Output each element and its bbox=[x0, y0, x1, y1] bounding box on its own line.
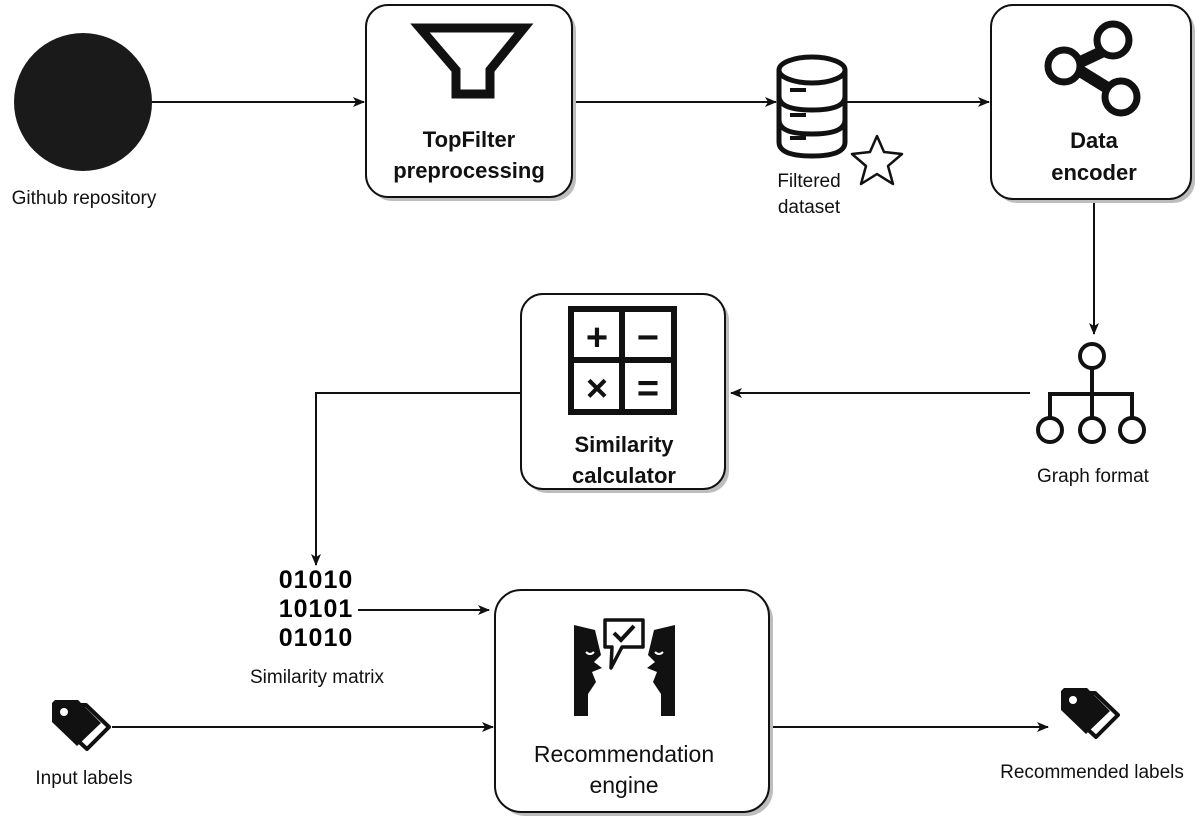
encoder-label-line2: encoder bbox=[1051, 160, 1137, 185]
calculator-label-line1: Similarity bbox=[574, 432, 674, 457]
topfilter-label-line2: preprocessing bbox=[393, 158, 545, 183]
calc-symbol-times: × bbox=[586, 368, 608, 410]
edge-calculator-matrix bbox=[311, 392, 521, 566]
edges bbox=[112, 97, 1099, 732]
recommended-labels-label: Recommended labels bbox=[1000, 762, 1184, 783]
binary-row-1: 01010 bbox=[279, 566, 354, 594]
github-circle-icon bbox=[14, 33, 152, 171]
engine-label-line1: Recommendation bbox=[534, 741, 714, 767]
filtered-label-line1: Filtered bbox=[777, 171, 840, 192]
calc-symbol-minus: − bbox=[637, 317, 659, 359]
tag-icon bbox=[1061, 688, 1120, 739]
tag-icon bbox=[52, 700, 111, 751]
input-labels-label: Input labels bbox=[35, 768, 132, 789]
funnel-icon bbox=[410, 23, 534, 99]
node-topfilter: TopFilter preprocessing bbox=[365, 4, 576, 201]
topfilter-label-line1: TopFilter bbox=[423, 127, 516, 152]
calculator-icon: + − × = bbox=[568, 306, 677, 415]
node-similarity-calculator: + − × = Similarity calculator bbox=[520, 293, 729, 493]
star-icon bbox=[850, 134, 904, 186]
engine-label-line2: engine bbox=[589, 772, 658, 798]
encoder-label-line1: Data bbox=[1070, 128, 1118, 153]
database-icon bbox=[776, 54, 848, 159]
binary-icon: 01010 10101 01010 bbox=[279, 566, 354, 652]
calc-symbol-plus: + bbox=[586, 317, 608, 359]
node-input-labels: Input labels bbox=[35, 700, 133, 789]
graph-label: Graph format bbox=[1037, 466, 1150, 487]
node-graph-format: Graph format bbox=[1036, 342, 1150, 487]
encoder-box bbox=[990, 4, 1192, 200]
filtered-label-line2: dataset bbox=[778, 197, 841, 218]
calculator-label-line2: calculator bbox=[572, 463, 676, 488]
topfilter-box bbox=[365, 4, 573, 198]
matrix-label: Similarity matrix bbox=[250, 667, 385, 688]
faces-check-icon bbox=[574, 618, 675, 716]
github-label: Github repository bbox=[12, 188, 157, 209]
node-recommended-labels: Recommended labels bbox=[1000, 688, 1184, 783]
binary-row-2: 10101 bbox=[279, 595, 354, 623]
calc-symbol-equals: = bbox=[637, 368, 659, 410]
binary-row-3: 01010 bbox=[279, 624, 354, 652]
node-similarity-matrix: 01010 10101 01010 Similarity matrix bbox=[250, 566, 385, 688]
share-icon bbox=[1044, 20, 1141, 117]
engine-box bbox=[494, 589, 770, 813]
node-github-repository: Github repository bbox=[12, 33, 157, 209]
node-data-encoder: Data encoder bbox=[990, 4, 1195, 203]
hierarchy-icon bbox=[1036, 342, 1146, 444]
node-recommendation-engine: Recommendation engine bbox=[494, 589, 773, 816]
node-filtered-dataset: Filtered dataset bbox=[776, 54, 904, 218]
